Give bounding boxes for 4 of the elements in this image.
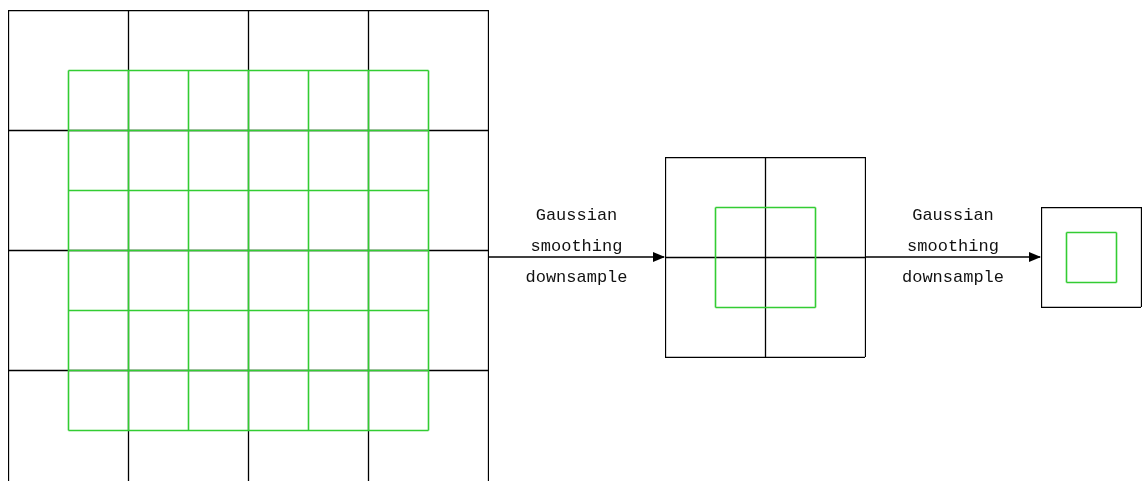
arrow bbox=[865, 252, 1041, 262]
arrow bbox=[488, 252, 665, 262]
edge-label: Gaussian smoothing downsample bbox=[901, 205, 1005, 289]
edge-label: Gaussian smoothing downsample bbox=[524, 205, 629, 289]
